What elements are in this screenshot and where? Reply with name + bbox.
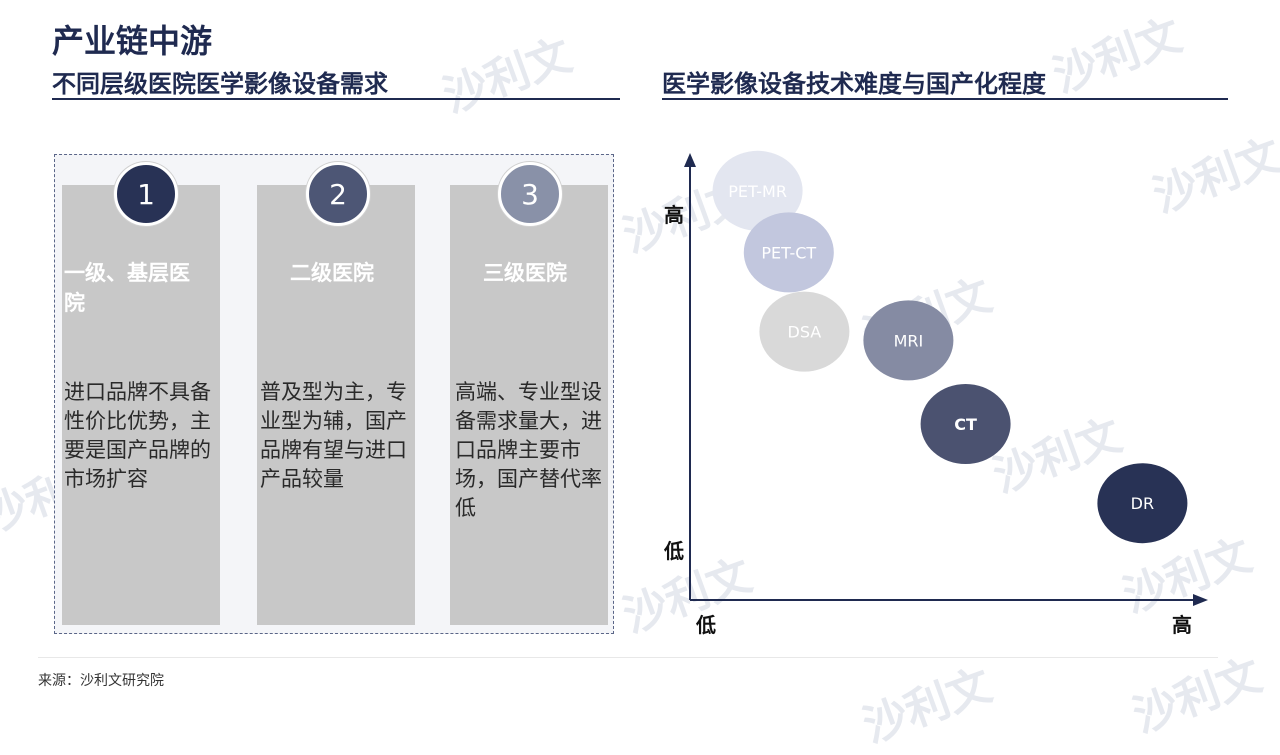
y-tick-low: 低 [663,539,684,563]
tier-heading-2: 二级医院 [290,261,374,285]
x-tick-high: 高 [1172,613,1192,637]
point-mri: MRI [863,300,954,381]
point-marker [1097,463,1188,544]
footer-divider [38,657,1218,658]
tier-body-3: 高端、专业型设备需求量大，进口品牌主要市场，国产替代率低 [455,380,602,520]
point-label: PET-CT [761,243,816,262]
tier-column-1 [62,185,220,625]
source-note: 来源：沙利文研究院 [38,673,164,689]
point-pet-ct: PET-CT [743,212,834,293]
left-section-rule [52,98,620,100]
page-title: 产业链中游 [52,22,213,60]
point-marker [863,300,954,381]
watermark: 沙利文 [1046,9,1189,103]
tier-badge-2: 2 [306,162,370,226]
point-marker [759,291,850,372]
tier-badge-3: 3 [498,162,562,226]
tier-heading-3: 三级医院 [483,261,567,285]
y-tick-high: 高 [664,203,684,227]
right-section-rule [662,98,1228,100]
tier-body-2: 普及型为主，专业型为辅，国产品牌有望与进口产品较量 [260,380,407,491]
watermark: 沙利文 [856,659,999,753]
point-label: CT [954,415,977,434]
tier-body-1: 进口品牌不具备性价比优势，主要是国产品牌的市场扩容 [64,380,211,491]
tier-column-2 [257,185,415,625]
point-pet-mr: PET-MR [712,150,803,231]
chart-points: PET-MR PET-CT DSA MRI CT DR [712,150,1188,544]
tier-column-3 [450,185,608,625]
point-marker [743,212,834,293]
right-section-title: 医学影像设备技术难度与国产化程度 [662,70,1046,98]
tier-heading-1: 一级、基层医院 [64,261,190,315]
watermark: 沙利文 [1126,649,1269,743]
point-dr: DR [1097,463,1188,544]
point-label: DR [1131,494,1154,513]
watermark: 沙利文 [436,29,579,123]
difficulty-localization-chart: PET-MR PET-CT DSA MRI CT DR 高 低 低 高 [663,150,1208,637]
point-dsa: DSA [759,291,850,372]
point-marker [712,150,803,231]
tier-badge-1: 1 [114,162,178,226]
point-marker [920,384,1011,464]
x-tick-low: 低 [695,613,716,637]
point-label: MRI [894,331,924,350]
left-section-title: 不同层级医院医学影像设备需求 [52,70,388,98]
point-label: PET-MR [728,182,787,201]
x-axis-arrow [1193,594,1208,606]
point-label: DSA [788,323,822,342]
y-axis-arrow [684,153,696,167]
point-ct: CT [920,384,1011,464]
